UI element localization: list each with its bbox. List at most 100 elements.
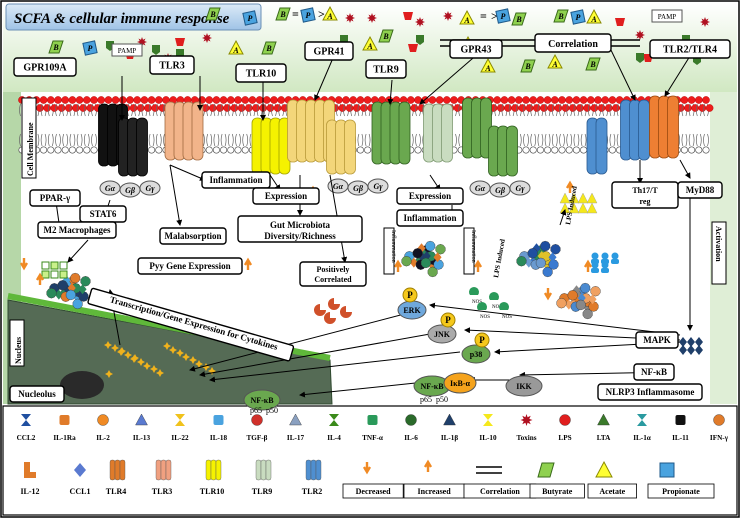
lipid-tail xyxy=(220,133,227,147)
il18-molecule xyxy=(591,261,599,269)
lipid-tail xyxy=(530,133,537,147)
lipid-tail xyxy=(573,133,580,147)
activation-label: Activation xyxy=(714,226,723,262)
lipid-head-outer xyxy=(234,96,242,104)
cytokine-molecule xyxy=(435,243,446,255)
butyrate-letter: B xyxy=(557,12,564,21)
lipid-head-outer xyxy=(54,96,62,104)
legend-icon-r2-9 xyxy=(476,466,502,474)
correlation-arrow xyxy=(609,47,636,101)
tnf-molecule xyxy=(477,302,487,310)
m2-arrow xyxy=(67,239,89,263)
title-box xyxy=(5,3,262,31)
legend-icon-6 xyxy=(251,414,263,426)
propionate-letter: P xyxy=(576,13,581,22)
propionate-molecule xyxy=(570,9,586,25)
lipid-head-outer xyxy=(237,104,246,112)
lipid-tail xyxy=(544,133,551,147)
legend-icon-r2-0 xyxy=(24,462,36,478)
cytokine-molecule xyxy=(540,240,551,252)
malabsorption-label: Malabsorption xyxy=(164,231,221,241)
gene-expression-mark xyxy=(105,370,113,378)
legend-icon-r2-4 xyxy=(210,459,217,481)
side-inflammation-box xyxy=(463,227,475,275)
lipid-head-outer xyxy=(111,96,120,104)
lipid-tail xyxy=(551,133,558,147)
gene-expression-mark xyxy=(118,347,126,355)
lta-molecule xyxy=(416,35,424,45)
lipid-head-outer xyxy=(140,96,149,104)
lipid-head-outer xyxy=(442,96,451,104)
jnk-label-shape xyxy=(427,324,457,344)
g-alpha-label: Gα xyxy=(475,184,486,193)
inflammation-label-box xyxy=(201,171,271,189)
cytokine-molecule xyxy=(80,275,91,287)
nos-label: NOS xyxy=(502,315,512,320)
lipid-head-outer xyxy=(594,96,602,104)
acetate-letter: A xyxy=(551,60,558,69)
legend-label-box-r2-7 xyxy=(342,483,404,499)
cytokine-molecule xyxy=(582,308,593,320)
legend-label-box-r2-11 xyxy=(587,483,637,499)
tlr4-receptor xyxy=(667,95,679,159)
lipid-head-inner xyxy=(212,146,220,154)
expression-label-box xyxy=(252,187,320,205)
erk-nucleus-arrow xyxy=(189,311,413,372)
p65-label: p65 xyxy=(420,395,432,404)
phospho-jnk-shape xyxy=(440,312,456,328)
lipid-head-outer xyxy=(406,96,415,104)
lipid-head-outer xyxy=(226,96,235,104)
lipid-head-outer xyxy=(345,104,354,112)
legend-icon-r2-5 xyxy=(260,459,267,481)
gene-expression-mark xyxy=(169,346,177,354)
increased-arrow xyxy=(243,257,253,270)
cytokine-molecule xyxy=(433,259,444,270)
tnf-molecule xyxy=(499,302,510,310)
g-beta-label: Gβ xyxy=(353,184,364,193)
gene-expression-mark xyxy=(202,363,210,371)
lipid-head-outer xyxy=(104,96,113,104)
inflammation2-label-box xyxy=(396,209,464,227)
lipid-head-outer xyxy=(136,104,145,112)
legend-icon-17 xyxy=(675,415,686,425)
lipid-head-outer xyxy=(86,104,95,112)
g-gamma-label: Gγ xyxy=(145,184,155,193)
lipid-head-outer xyxy=(248,96,257,104)
gpr41-label: GPR41 xyxy=(313,47,344,58)
legend-label-r2-0: IL-12 xyxy=(20,487,39,496)
lipid-head-outer xyxy=(230,104,239,112)
lipid-head-outer xyxy=(691,104,700,112)
gene-expression-mark xyxy=(137,358,145,366)
nos-label: NOS xyxy=(480,315,490,320)
lipid-head-inner xyxy=(364,146,372,154)
legend-label-r2-11: Acetate xyxy=(599,487,625,496)
positively-correlated-line1: Positively xyxy=(317,265,350,274)
propionate-letter: P xyxy=(248,14,253,23)
legend-label-12: IL-10 xyxy=(479,434,497,442)
cytokine-molecule xyxy=(580,282,591,294)
legend-icon-r2-3 xyxy=(165,459,172,481)
legend-icon-r2-5 xyxy=(255,459,262,481)
lipid-tail xyxy=(703,133,709,147)
lipid-head-outer xyxy=(453,104,462,112)
gpr43-label: GPR43 xyxy=(460,45,491,56)
p65-nuclear-label: p65 xyxy=(250,406,262,415)
mapk-erk-arrow xyxy=(429,302,681,336)
g-alpha-label: Gα xyxy=(105,184,116,193)
lipid-head-outer xyxy=(536,96,545,104)
butyrate-letter: B xyxy=(279,10,286,19)
legend-label-r2-3: TLR3 xyxy=(152,487,172,496)
nucleolus xyxy=(60,371,104,399)
lipid-tail xyxy=(235,133,241,147)
phospho-erk: P xyxy=(407,290,413,300)
lipid-head-inner xyxy=(572,146,580,154)
lipid-head-inner xyxy=(241,146,249,154)
malabsorption-label-box xyxy=(159,227,227,245)
butyrate-molecule xyxy=(261,41,277,55)
m2-macrophages-label-box xyxy=(37,221,117,239)
lipid-head-outer xyxy=(57,104,66,112)
lipid-head-outer xyxy=(504,104,512,112)
lipid-head-outer xyxy=(39,96,48,104)
lipid-head-outer xyxy=(601,96,610,104)
